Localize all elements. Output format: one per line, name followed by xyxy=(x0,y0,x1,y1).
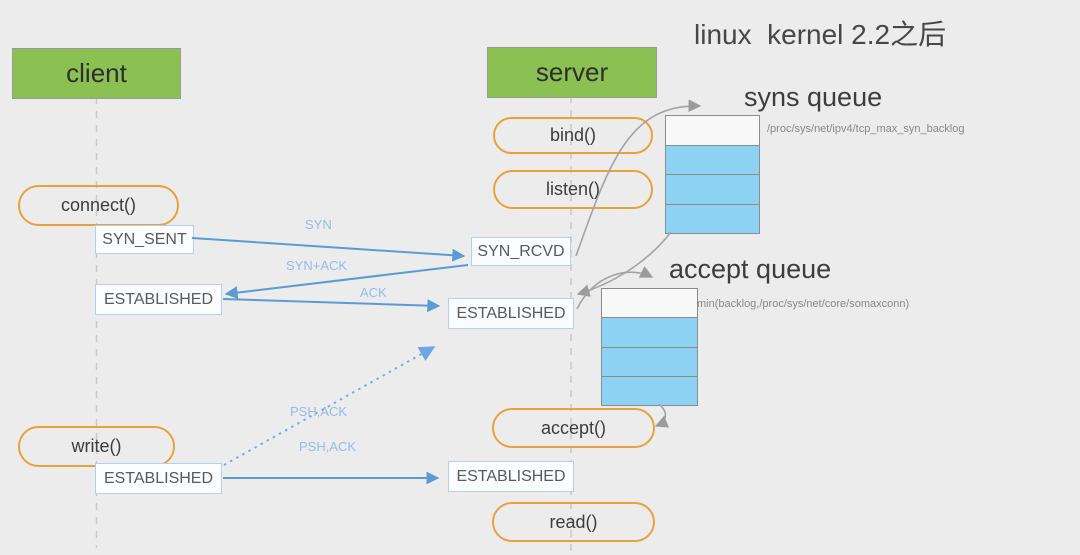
server-syn-rcvd-label: SYN_RCVD xyxy=(477,242,565,260)
write-call-pill: write() xyxy=(18,426,175,467)
read-call-label: read() xyxy=(549,511,598,532)
server-established-2-label: ESTABLISHED xyxy=(456,467,566,485)
queue-cell-filled xyxy=(602,346,697,376)
client-established-1-label: ESTABLISHED xyxy=(103,290,214,308)
bind-call-label: bind() xyxy=(549,125,597,145)
write-call-label: write() xyxy=(71,436,122,456)
server-state-established-2: ESTABLISHED xyxy=(448,461,574,492)
psh-ack-upper-message-label: PSH,ACK xyxy=(290,404,348,419)
queue-cell-filled xyxy=(666,203,759,233)
accept-queue-title: accept queue xyxy=(669,254,832,284)
diagram-title: linux kernel 2.2之后 xyxy=(694,19,947,50)
syns-queue-title: syns queue xyxy=(744,82,883,112)
client-lane-label: client xyxy=(66,58,127,88)
listen-call-label: listen() xyxy=(545,179,600,199)
accept-call-label: accept() xyxy=(540,417,607,438)
client-lane-header: client xyxy=(12,48,181,99)
client-state-syn-sent: SYN_SENT xyxy=(95,225,194,254)
server-lane-header: server xyxy=(487,47,657,98)
ack-message-label: ACK xyxy=(360,285,387,300)
queue-cell-empty xyxy=(666,116,759,145)
queue-cell-filled xyxy=(602,317,697,347)
syns-queue-note: /proc/sys/net/ipv4/tcp_max_syn_backlog xyxy=(767,123,965,135)
syn-ack-message-label: SYN+ACK xyxy=(286,258,348,273)
bind-call-pill: bind() xyxy=(493,117,653,154)
syns-queue xyxy=(665,115,760,234)
syn-message-label: SYN xyxy=(305,217,332,232)
listen-call-pill: listen() xyxy=(493,170,653,209)
accept-queue xyxy=(601,288,698,406)
client-established-2-label: ESTABLISHED xyxy=(103,469,214,487)
accept-call-pill: accept() xyxy=(492,408,655,448)
client-state-established-1: ESTABLISHED xyxy=(95,284,222,315)
psh-ack-lower-message-label: PSH,ACK xyxy=(299,439,357,454)
accept-queue-note: min(backlog,/proc/sys/net/core/somaxconn… xyxy=(697,298,910,310)
connect-call-label: connect() xyxy=(60,195,137,215)
server-state-syn-rcvd: SYN_RCVD xyxy=(471,237,571,266)
read-call-pill: read() xyxy=(492,502,655,542)
server-established-1-label: ESTABLISHED xyxy=(456,304,566,322)
queue-cell-empty xyxy=(602,289,697,318)
server-state-established-1: ESTABLISHED xyxy=(448,298,574,329)
server-lane-label: server xyxy=(535,57,609,87)
client-syn-sent-label: SYN_SENT xyxy=(102,230,187,248)
queue-cell-filled xyxy=(602,375,697,405)
queue-cell-filled xyxy=(666,144,759,174)
queue-cell-filled xyxy=(666,174,759,204)
connect-call-pill: connect() xyxy=(18,185,179,226)
client-state-established-2: ESTABLISHED xyxy=(95,463,222,494)
